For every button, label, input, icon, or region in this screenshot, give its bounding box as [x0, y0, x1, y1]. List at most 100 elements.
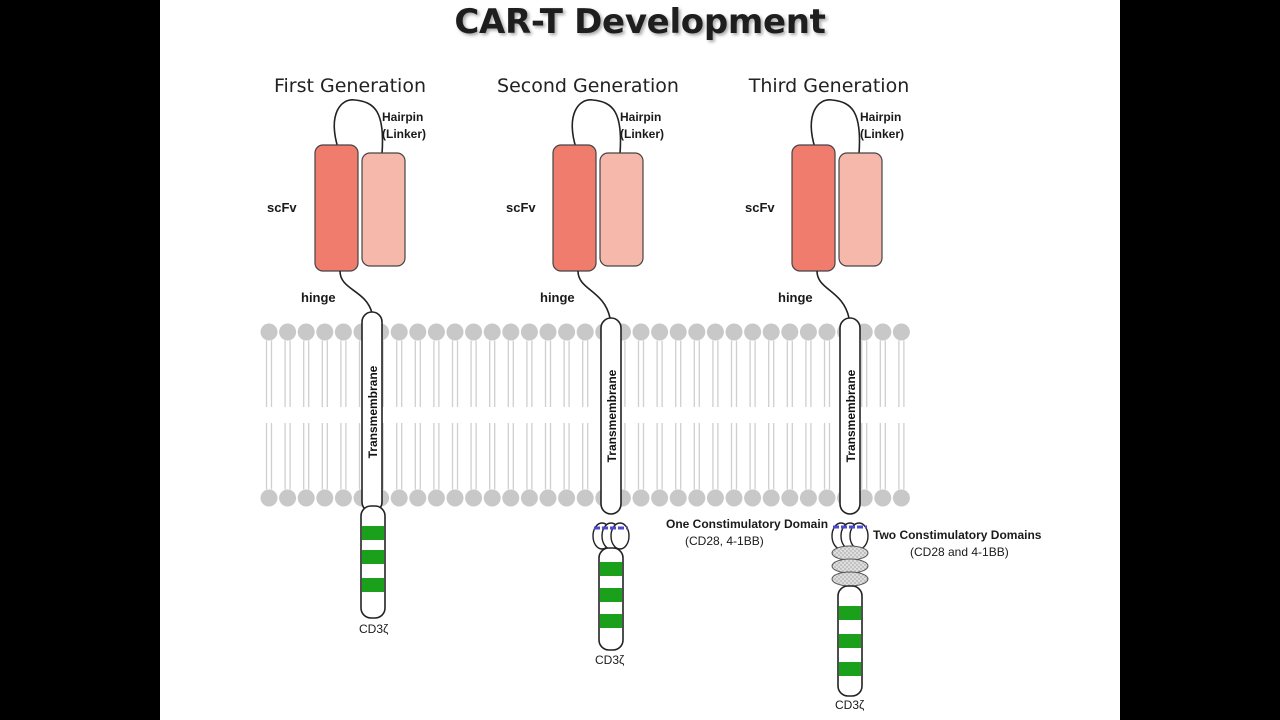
costimulatory-domain	[592, 522, 630, 550]
hairpin-label: Hairpin	[860, 110, 901, 124]
scfv-light-chain	[361, 152, 406, 267]
lipid-head	[502, 323, 520, 341]
linker-label: (Linker)	[382, 127, 426, 141]
costim-ellipse	[831, 545, 869, 561]
costim-examples: (CD28 and 4-1BB)	[910, 545, 1009, 559]
hairpin-label: Hairpin	[382, 110, 423, 124]
itam-stripe	[839, 606, 861, 620]
lipid-head	[744, 489, 762, 507]
lipid-head	[520, 323, 538, 341]
lipid-head	[334, 323, 352, 341]
linker-label: (Linker)	[620, 127, 664, 141]
lipid-head	[260, 323, 278, 341]
transmembrane-label: Transmembrane	[605, 369, 619, 462]
itam-stripe	[362, 550, 384, 564]
lipid-head	[651, 323, 669, 341]
lipid-head	[260, 489, 278, 507]
lipid-head	[874, 489, 892, 507]
hairpin-linker-loop	[333, 99, 384, 155]
transmembrane-domain	[839, 317, 861, 515]
lipid-head	[669, 489, 687, 507]
lipid-head	[502, 489, 520, 507]
third-generation-heading: Third Generation	[748, 75, 910, 97]
lipid-head	[799, 489, 817, 507]
lipid-head	[669, 323, 687, 341]
lipid-head	[688, 489, 706, 507]
scfv-heavy-chain	[791, 144, 836, 272]
lipid-head	[818, 323, 836, 341]
lipid-head	[539, 489, 557, 507]
lipid-head	[744, 323, 762, 341]
lipid-head	[409, 323, 427, 341]
lipid-head	[725, 323, 743, 341]
scfv-label: scFv	[506, 200, 536, 215]
lipid-head	[483, 323, 501, 341]
lipid-head	[539, 323, 557, 341]
lipid-head	[520, 489, 538, 507]
lipid-head	[483, 489, 501, 507]
lipid-head	[558, 323, 576, 341]
cd3-zeta-domain	[598, 547, 624, 651]
lipid-head	[390, 489, 408, 507]
slide: CAR-T Development First Generation Hairp…	[160, 0, 1120, 720]
cd3-zeta-domain	[360, 505, 386, 619]
lipid-head	[576, 323, 594, 341]
lipid-head	[279, 489, 297, 507]
lipid-head	[446, 489, 464, 507]
lipid-head	[781, 323, 799, 341]
cd3-zeta-label: CD3ζ	[835, 698, 865, 712]
lipid-head	[558, 489, 576, 507]
lipid-head	[818, 489, 836, 507]
scfv-heavy-chain	[552, 144, 597, 272]
itam-stripe	[600, 562, 622, 576]
hairpin-linker-loop	[571, 99, 622, 155]
first-generation-car: First Generation Hairpin (Linker) scFv h…	[267, 75, 426, 636]
cd3-zeta-domain	[837, 585, 863, 697]
lipid-head	[465, 323, 483, 341]
costim-label: One Constimulatory Domain	[666, 517, 828, 531]
lipid-head	[465, 489, 483, 507]
lipid-head	[427, 489, 445, 507]
lipid-head	[279, 323, 297, 341]
first-generation-heading: First Generation	[274, 75, 426, 97]
hinge-line	[577, 270, 611, 319]
lipid-head	[762, 323, 780, 341]
itam-stripe	[362, 578, 384, 592]
slide-title: CAR-T Development	[454, 2, 826, 42]
lipid-head	[576, 489, 594, 507]
costim-examples: (CD28, 4-1BB)	[685, 534, 764, 548]
lipid-head	[409, 489, 427, 507]
scfv-label: scFv	[745, 200, 775, 215]
cd3-zeta-label: CD3ζ	[595, 653, 625, 667]
lipid-head	[725, 489, 743, 507]
lipid-head	[651, 489, 669, 507]
lipid-head	[892, 323, 910, 341]
car-t-diagram: First Generation Hairpin (Linker) scFv h…	[260, 75, 1042, 712]
lipid-head	[799, 323, 817, 341]
lipid-head	[446, 323, 464, 341]
lipid-head	[390, 323, 408, 341]
lipid-head	[297, 489, 315, 507]
lipid-head	[427, 323, 445, 341]
itam-stripe	[600, 588, 622, 602]
scfv-light-chain	[838, 152, 883, 267]
lipid-head	[874, 323, 892, 341]
hairpin-label: Hairpin	[620, 110, 661, 124]
linker-label: (Linker)	[860, 127, 904, 141]
itam-stripe	[600, 614, 622, 628]
costim-label: Two Constimulatory Domains	[873, 528, 1042, 542]
hinge-label: hinge	[540, 290, 575, 305]
lipid-head	[632, 323, 650, 341]
scfv-heavy-chain	[314, 144, 359, 272]
hinge-label: hinge	[778, 290, 813, 305]
lipid-head	[762, 489, 780, 507]
costim-ellipse	[831, 571, 869, 587]
lipid-head	[316, 323, 334, 341]
lipid-head	[316, 489, 334, 507]
lipid-head	[334, 489, 352, 507]
hinge-line	[816, 270, 850, 319]
lipid-head	[781, 489, 799, 507]
cd3-zeta-label: CD3ζ	[359, 622, 389, 636]
lipid-head	[892, 489, 910, 507]
itam-stripe	[839, 662, 861, 676]
